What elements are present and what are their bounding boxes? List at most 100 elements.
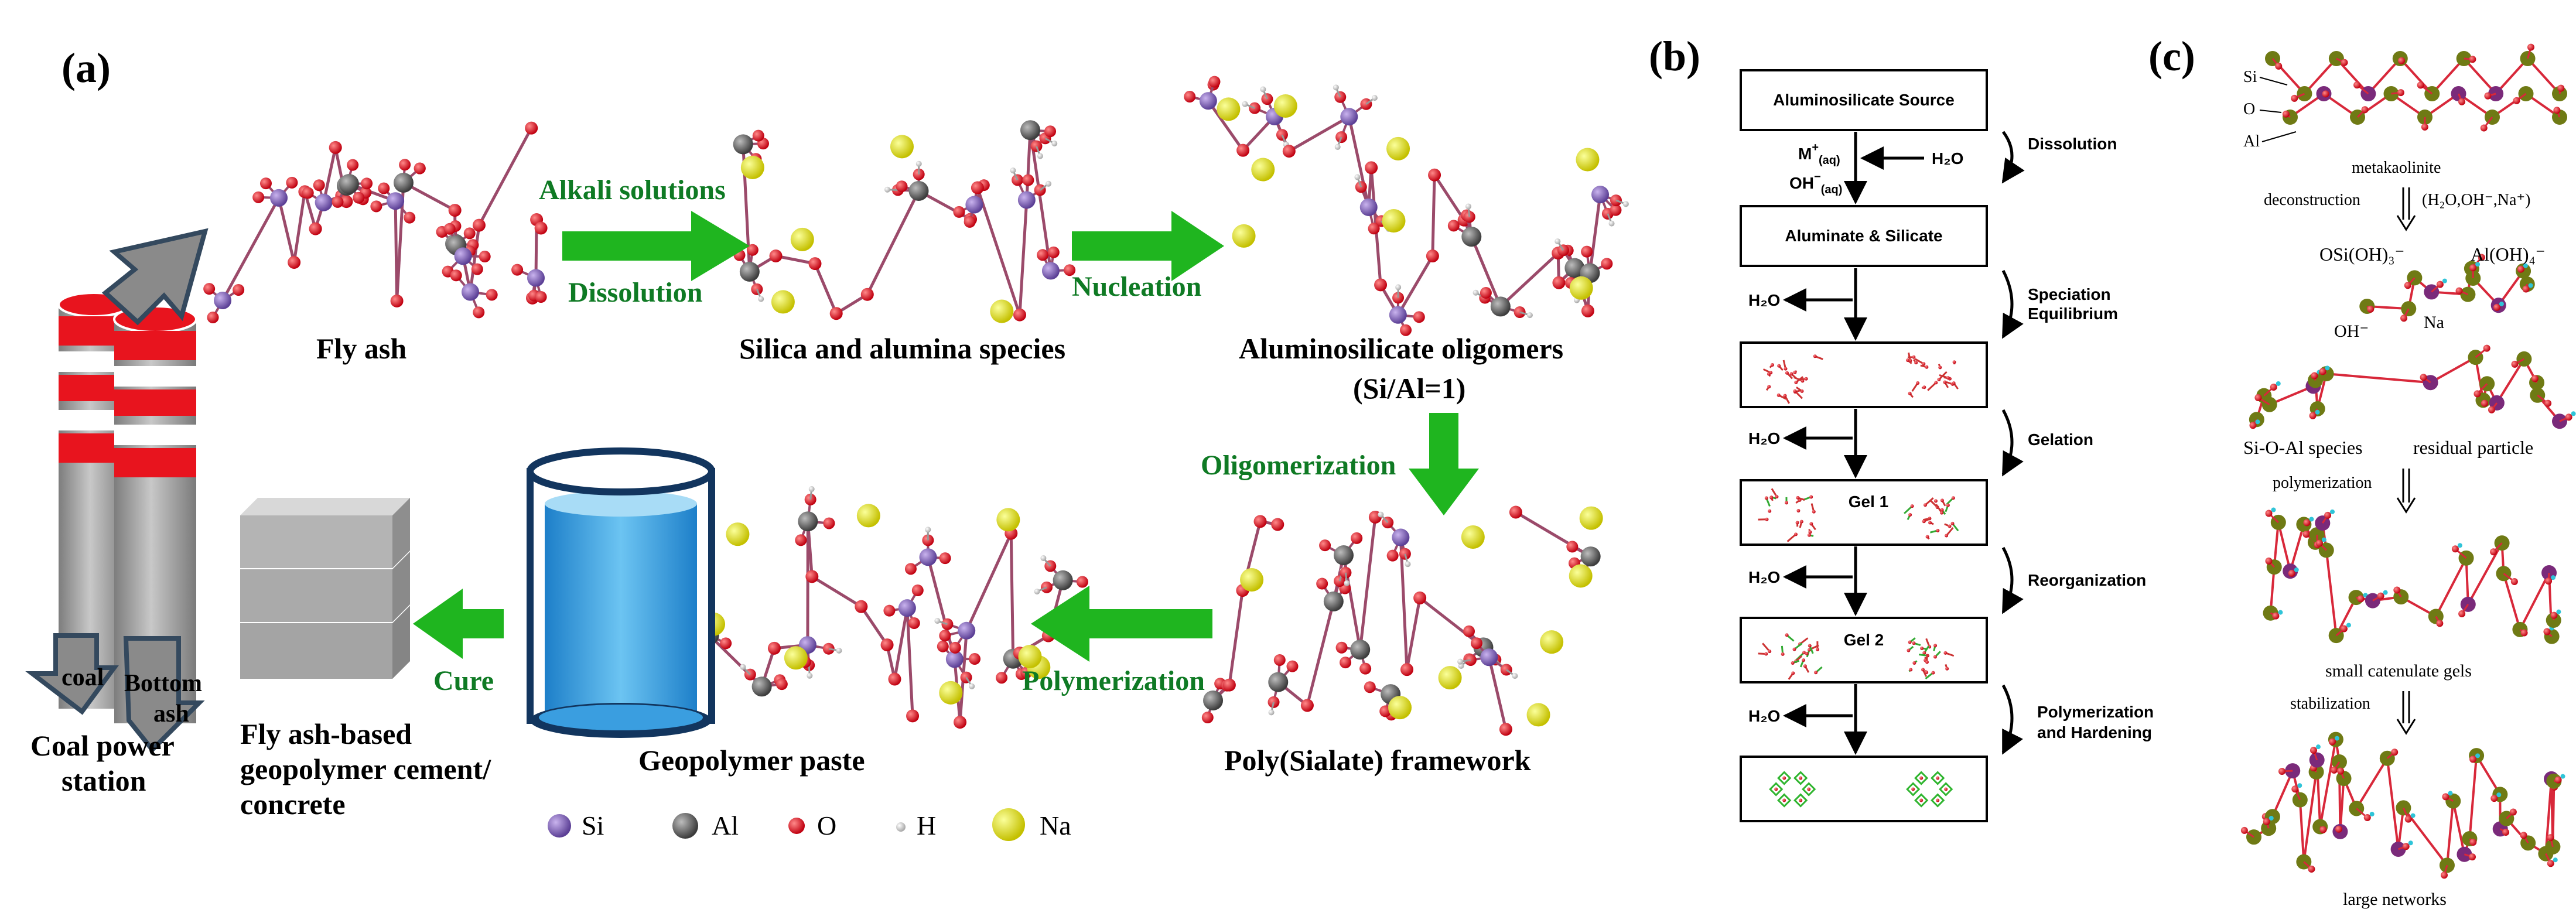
atom-o: [1282, 145, 1296, 158]
atom-o: [1037, 249, 1049, 261]
atom-cy: [2553, 857, 2558, 863]
atom-o: [414, 162, 426, 175]
water-out-1: H₂O: [1748, 291, 1780, 309]
atom-o: [207, 311, 219, 323]
atom-cy: [2268, 815, 2274, 821]
atom-o: [1796, 495, 1800, 500]
atom-o: [1808, 644, 1812, 648]
atom-o: [1952, 360, 1956, 364]
atom-o: [2398, 57, 2406, 64]
cement-block-middle: [240, 552, 410, 622]
atom-o: [1812, 510, 1816, 514]
source-box-text: Aluminosilicate Source: [1773, 91, 1955, 109]
label-al: Al: [2243, 132, 2260, 151]
atom-na: [1386, 136, 1410, 160]
atom-cy: [2330, 509, 2335, 514]
atom-o: [1030, 140, 1043, 152]
atom-o: [525, 121, 538, 135]
atom-o: [2547, 860, 2554, 867]
atom-si: [454, 247, 472, 265]
atom-cy: [2255, 419, 2260, 425]
atom-o: [2517, 265, 2524, 273]
atom-o: [1480, 286, 1492, 299]
atom-o: [1925, 660, 1929, 664]
atom-o: [2402, 843, 2410, 850]
atom-h: [1334, 143, 1341, 150]
atom-h: [1405, 561, 1411, 568]
atom-o: [2478, 254, 2485, 261]
residual-label: residual particle: [2413, 437, 2533, 458]
atom-o: [1767, 385, 1771, 389]
atom-o: [1809, 495, 1813, 499]
atom-o: [1923, 503, 1927, 507]
atom-o: [1908, 391, 1912, 395]
atom-na: [1232, 224, 1256, 248]
framework-molecules: [1201, 505, 1603, 736]
atom-h: [884, 186, 890, 193]
atom-h: [1046, 180, 1052, 187]
atom-na: [1217, 97, 1241, 121]
atom-al: [1564, 258, 1585, 278]
atom-al: [1203, 690, 1224, 710]
atom-o: [823, 517, 835, 529]
atom-o: [1938, 365, 1942, 370]
atom-o: [1610, 204, 1622, 216]
atom-o: [1236, 143, 1250, 157]
atom-o: [259, 177, 272, 190]
atom-al: [733, 134, 753, 155]
atom-o: [1335, 641, 1348, 654]
atom-o: [288, 255, 301, 269]
atom-h: [1622, 201, 1629, 207]
atom-o: [2291, 785, 2299, 793]
atom-cy: [2551, 575, 2556, 580]
atom-cy: [2315, 409, 2320, 415]
small-gels-label: small catenulate gels: [2325, 661, 2472, 681]
atom-h: [1037, 153, 1043, 159]
species-cluster: [2359, 254, 2535, 322]
atom-si: [461, 283, 479, 301]
nucleation-arrow: [1072, 211, 1224, 281]
atom-o: [2275, 62, 2283, 70]
atom-o: [2240, 826, 2248, 834]
atom-o: [2404, 815, 2412, 823]
atom-cy: [2499, 301, 2504, 306]
atom-h: [915, 160, 922, 167]
atom-o: [1925, 670, 1929, 674]
atom-si: [1389, 306, 1407, 324]
panel-b-label: (b): [1649, 33, 1700, 80]
atom-o: [2357, 595, 2365, 603]
bottom-ash-label-1: Bottom: [124, 670, 202, 697]
polymerization-arrow: [1031, 586, 1212, 662]
coal-arrow: [25, 633, 119, 715]
atom-al: [1490, 296, 1511, 317]
atom-h: [740, 664, 746, 670]
atom-na: [790, 227, 814, 251]
deconstruction-label: deconstruction: [2264, 191, 2360, 209]
atom-o: [2458, 98, 2466, 105]
atom-o: [2481, 399, 2488, 407]
step-gelation: Gelation: [2028, 430, 2093, 449]
atom-o: [2353, 81, 2361, 89]
fly-ash-outlet-arrow: [101, 228, 209, 326]
atom-o: [2361, 106, 2369, 114]
atom-o: [2480, 124, 2488, 132]
atom-o: [2363, 814, 2371, 822]
atom-o: [1566, 541, 1579, 553]
atom-o: [1936, 798, 1940, 802]
cement-caption-3: concrete: [240, 788, 346, 821]
osi-label: OSi(OH)₃⁻: [2319, 244, 2404, 265]
atom-h: [1555, 238, 1561, 245]
silica-alumina-molecules: [733, 120, 1076, 323]
aloh-label: Al(OH)₄⁻: [2471, 244, 2546, 265]
atom-o: [535, 291, 547, 303]
atom-o: [2335, 825, 2342, 833]
legend-si: Si: [548, 811, 604, 840]
atom-o: [2511, 360, 2519, 368]
atom-o: [1919, 798, 1924, 802]
atom-o: [1769, 495, 1774, 500]
atom-na: [1438, 666, 1462, 690]
atom-o: [448, 204, 462, 217]
atom-si: [214, 292, 232, 310]
step-reorganization: Reorganization: [2028, 571, 2146, 589]
atom-o: [805, 570, 819, 583]
